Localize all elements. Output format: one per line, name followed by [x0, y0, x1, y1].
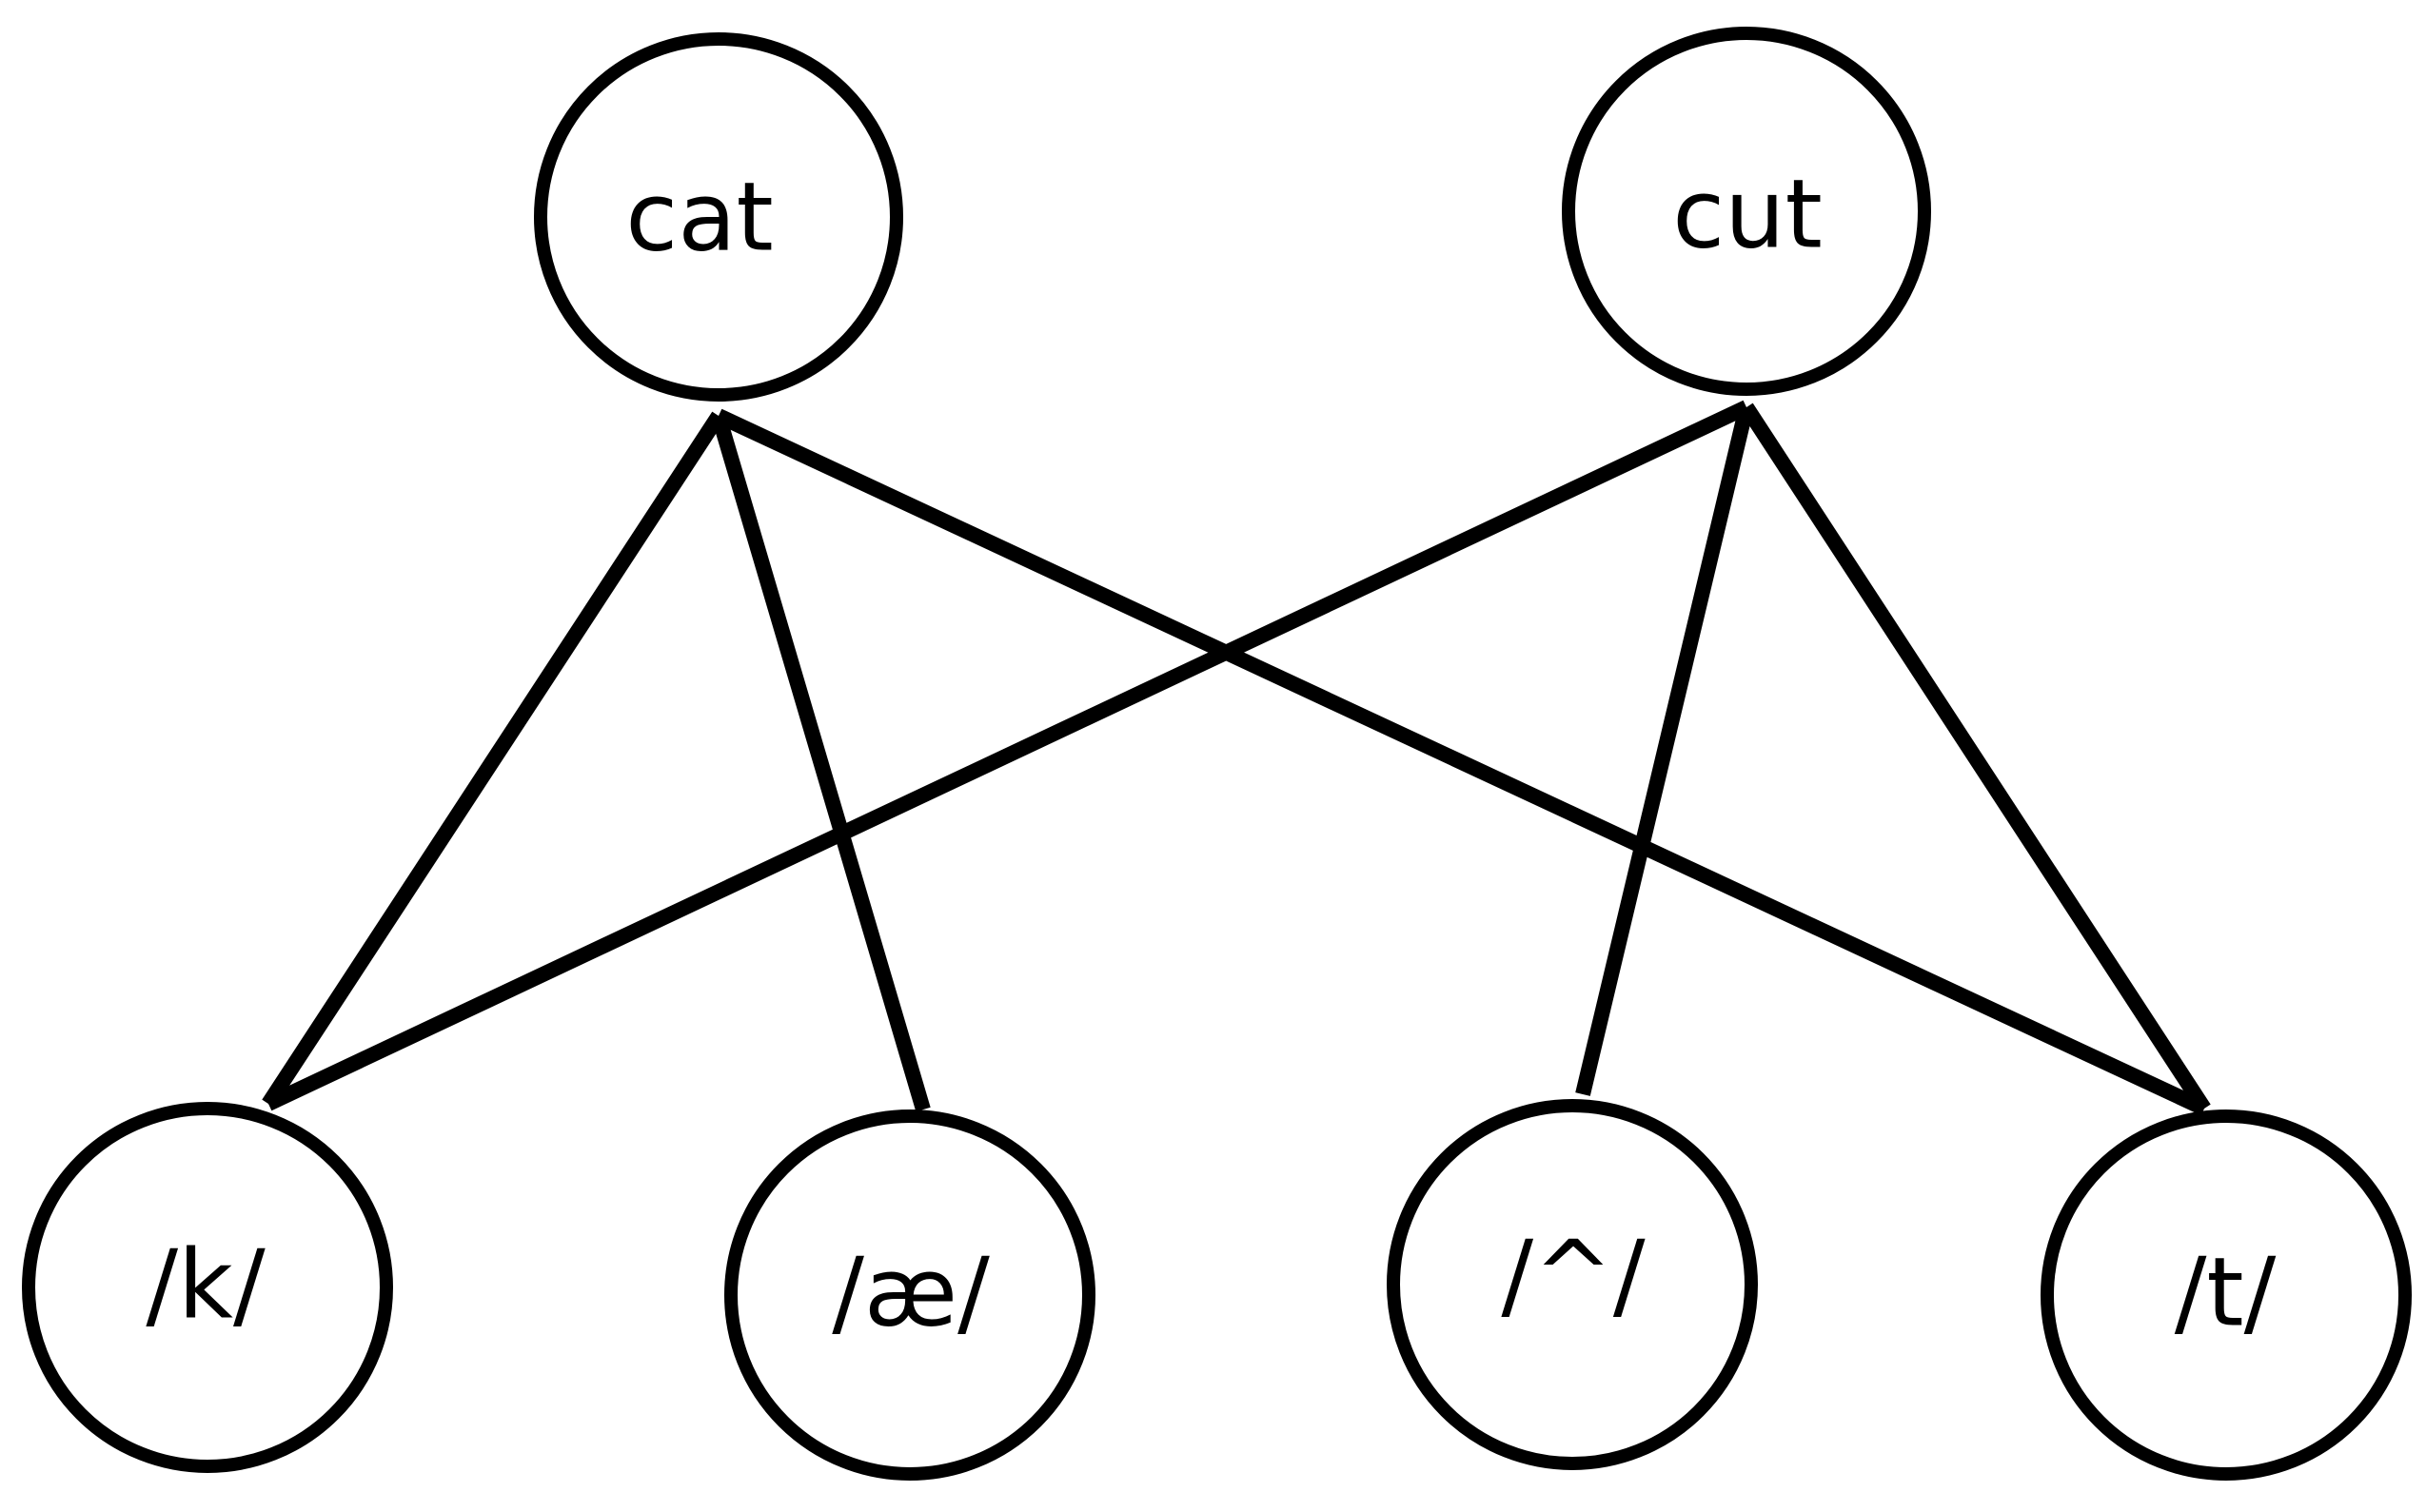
node-label-cut: cut [1672, 159, 1823, 270]
node-label-cat: cat [625, 162, 773, 273]
phoneme-node-caret: /^/ [1387, 1099, 1758, 1470]
node-label-t: /t/ [2175, 1237, 2277, 1348]
node-circle [1562, 27, 1931, 396]
edge-cut-t [1740, 403, 2211, 1113]
phoneme-node-k: /k/ [22, 1102, 393, 1473]
edge-cat-ae [711, 413, 931, 1112]
word-node-cut: cut [1562, 27, 1931, 396]
node-circle [1387, 1099, 1758, 1470]
node-circle [22, 1102, 393, 1473]
node-label-k: /k/ [146, 1229, 266, 1341]
node-circle [2041, 1109, 2412, 1481]
node-circle [534, 32, 903, 402]
node-label-ae: /æ/ [832, 1237, 990, 1348]
edge-cat-t [715, 408, 2208, 1116]
edge-cut-k [265, 400, 1750, 1111]
edge-cat-k [262, 411, 725, 1109]
node-label-caret: /^/ [1501, 1220, 1645, 1331]
phoneme-node-t: /t/ [2041, 1109, 2412, 1481]
word-node-cat: cat [534, 32, 903, 402]
node-circle [724, 1109, 1095, 1481]
phoneme-node-ae: /æ/ [724, 1109, 1095, 1481]
edge-cut-caret [1575, 405, 1754, 1096]
edges [262, 400, 2211, 1116]
